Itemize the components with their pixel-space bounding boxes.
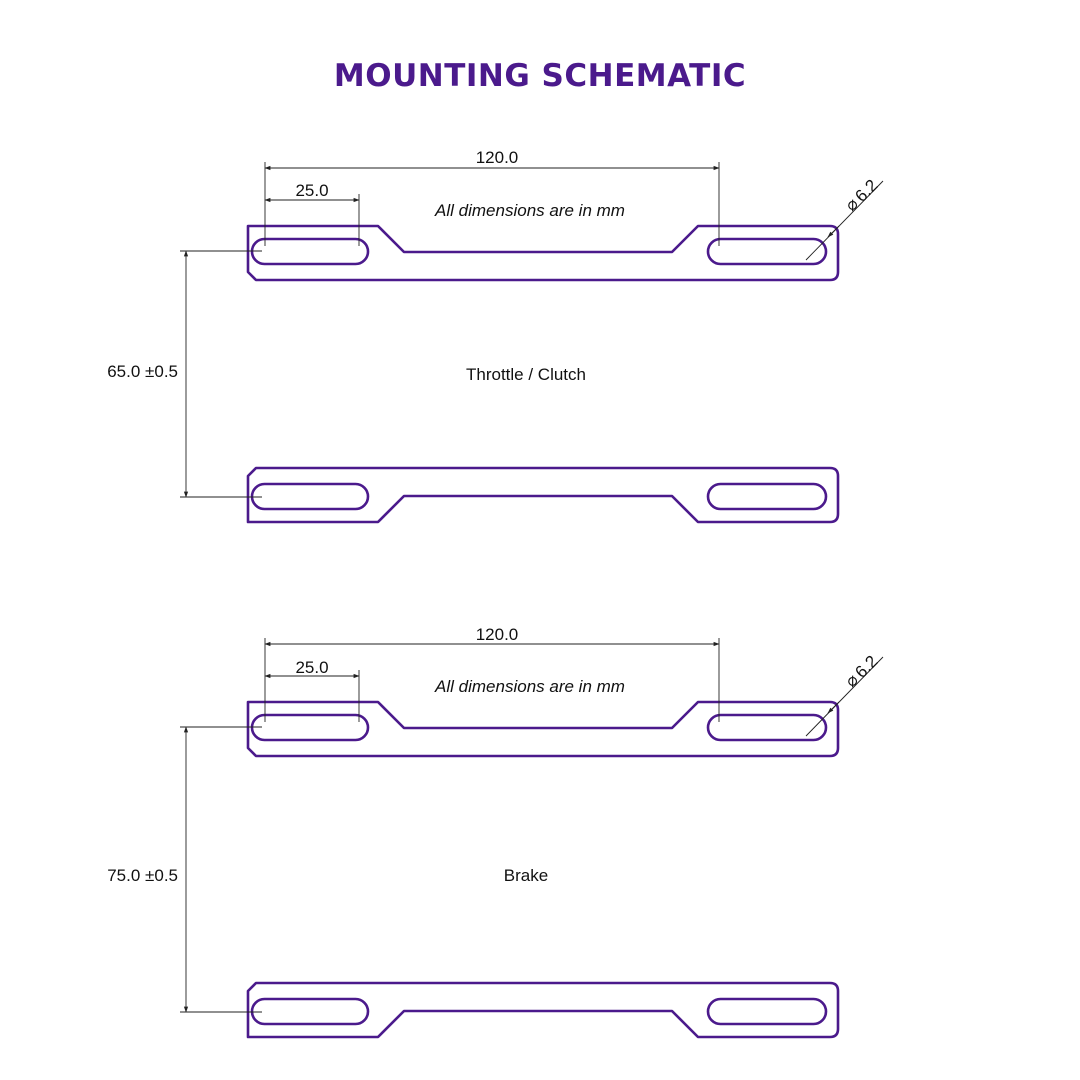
hole-spacing-dimension: 120.0 bbox=[264, 625, 720, 722]
diagram-throttle-clutch: 120.0 25.0 All dimensions are in mm ⌀ 6.… bbox=[107, 148, 884, 524]
mount-spacing-label: 65.0 ±0.5 bbox=[107, 362, 178, 381]
bracket-outline bbox=[246, 224, 840, 282]
hole-spacing-label: 120.0 bbox=[476, 148, 519, 167]
right-slot bbox=[706, 997, 828, 1026]
hole-diameter-label: 6.2 bbox=[851, 176, 881, 206]
slot-length-dimension: 25.0 bbox=[264, 181, 360, 246]
top-bracket bbox=[246, 224, 840, 282]
diagram-label: Brake bbox=[504, 866, 548, 885]
bottom-bracket bbox=[246, 981, 840, 1039]
diagram-label: Throttle / Clutch bbox=[466, 365, 586, 384]
mount-spacing-dimension: 75.0 ±0.5 bbox=[107, 726, 262, 1013]
right-slot bbox=[706, 482, 828, 511]
hole-diameter-dimension: ⌀ 6.2 bbox=[805, 176, 884, 261]
bracket-outline bbox=[246, 981, 840, 1039]
left-slot bbox=[250, 237, 370, 266]
units-note: All dimensions are in mm bbox=[434, 201, 625, 220]
top-bracket bbox=[246, 700, 840, 758]
hole-spacing-dimension: 120.0 bbox=[264, 148, 720, 246]
slot-length-dimension: 25.0 bbox=[264, 658, 360, 722]
left-slot bbox=[250, 713, 370, 742]
hole-spacing-label: 120.0 bbox=[476, 625, 519, 644]
bracket-outline bbox=[246, 700, 840, 758]
hole-diameter-label: 6.2 bbox=[851, 652, 881, 682]
right-slot bbox=[706, 237, 828, 266]
page-title: MOUNTING SCHEMATIC bbox=[334, 58, 746, 94]
bracket-outline bbox=[246, 466, 840, 524]
mount-spacing-label: 75.0 ±0.5 bbox=[107, 866, 178, 885]
bottom-bracket bbox=[246, 466, 840, 524]
left-slot bbox=[250, 997, 370, 1026]
left-slot bbox=[250, 482, 370, 511]
diagram-brake: 120.0 25.0 All dimensions are in mm ⌀ 6.… bbox=[107, 625, 884, 1039]
hole-diameter-dimension: ⌀ 6.2 bbox=[805, 652, 884, 737]
units-note: All dimensions are in mm bbox=[434, 677, 625, 696]
slot-length-label: 25.0 bbox=[295, 658, 328, 677]
mount-spacing-dimension: 65.0 ±0.5 bbox=[107, 250, 262, 498]
slot-length-label: 25.0 bbox=[295, 181, 328, 200]
right-slot bbox=[706, 713, 828, 742]
